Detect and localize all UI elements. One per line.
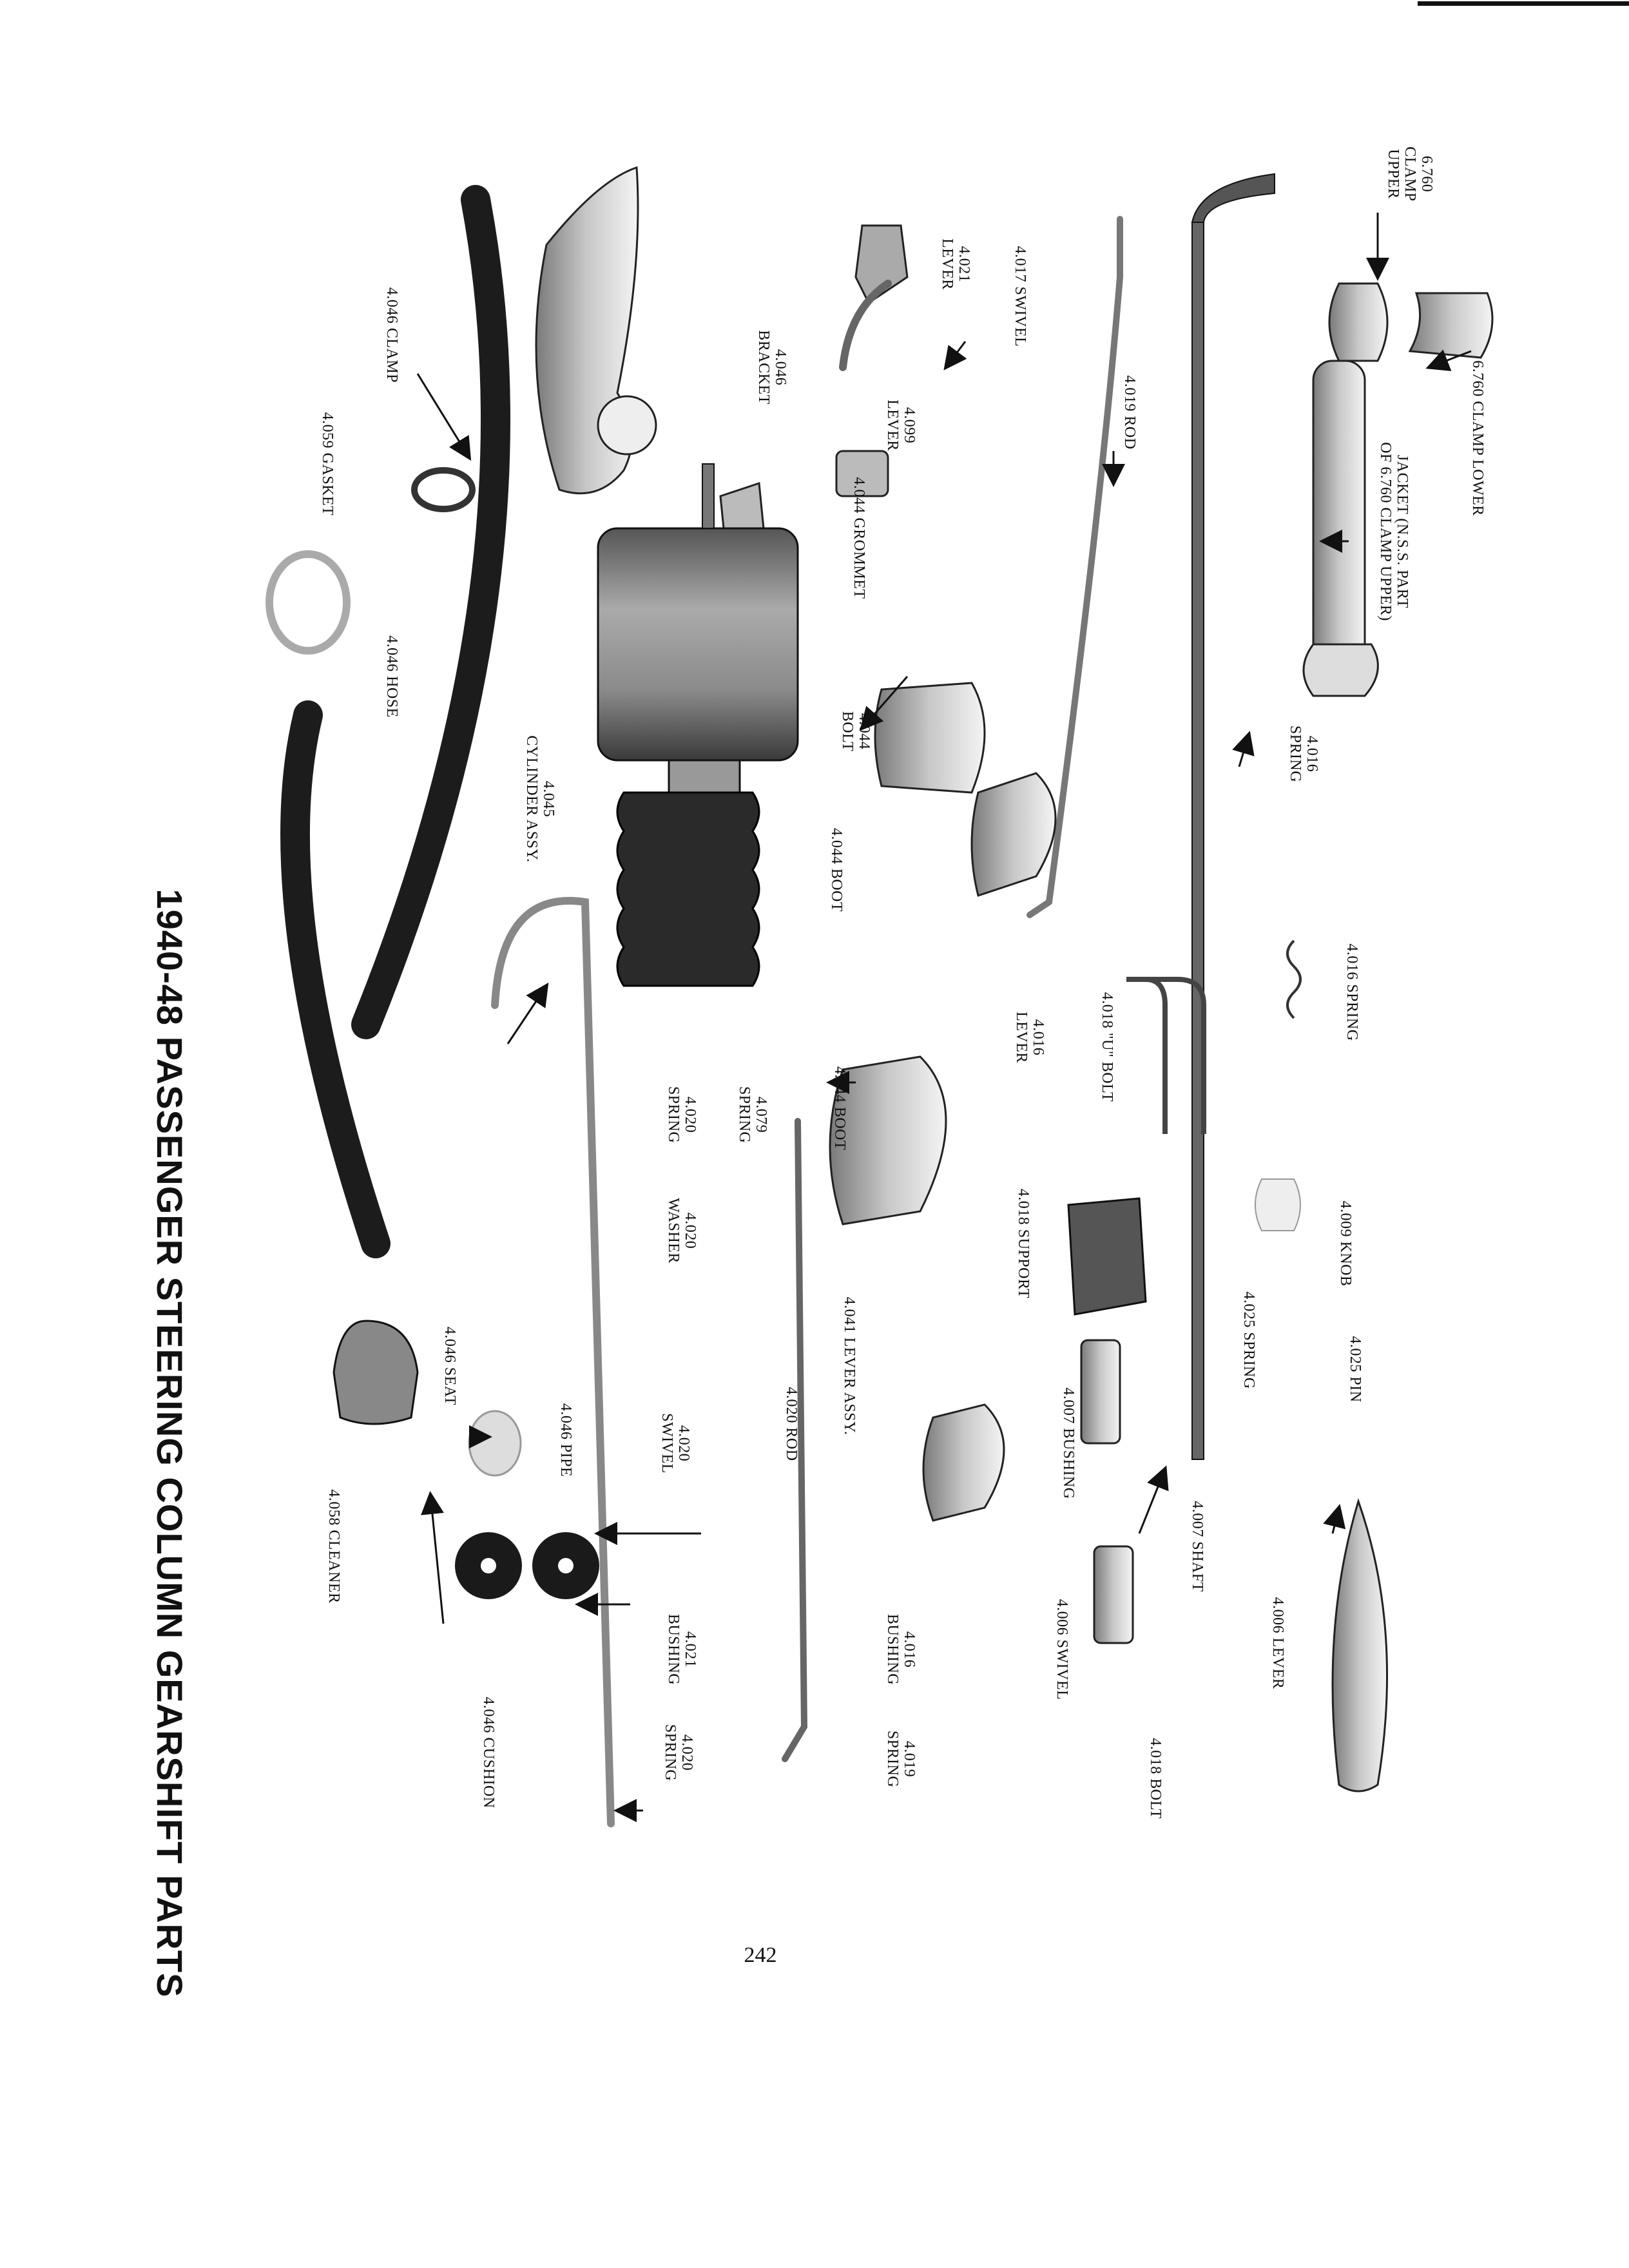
label-lever-4006: 4.006 LEVER [1269,1597,1286,1689]
label-spring-4016: 4.016 SPRING [1344,943,1360,1041]
label-clamp-lower: 6.760 CLAMP LOWER [1469,360,1486,516]
lower-left-parts [829,682,1389,1792]
label-swivel-4020: 4.020 SWIVEL [659,1413,692,1474]
page-edge-rule [1418,1,1629,6]
leader-arrows [416,213,1472,1822]
label-bolt-4044: 4.044 BOLT [839,711,872,752]
label-rod-4020: 4.020 ROD [783,1387,800,1461]
label-spring-4020-bottom: 4.020 SPRING [662,1724,695,1782]
bracket-part [535,166,657,495]
cylinder-assy-part [597,463,799,800]
label-rod-4019: 4.019 ROD [1121,375,1138,450]
label-clamp-upper: 6.760 CLAMP UPPER [1385,146,1435,202]
label-spring-4020-top: 4.020 SPRING [665,1086,699,1144]
label-swivel-4017: 4.017 SWIVEL [1012,245,1028,347]
label-cylinder-4045: 4.045 CYLINDER ASSY. [523,735,557,863]
label-seat-4046: 4.046 SEAT [441,1326,458,1406]
gasket-part [265,550,351,655]
label-support-4018: 4.018 SUPPORT [1015,1188,1032,1299]
label-boot-4044-top: 4.044 BOOT [828,827,845,912]
label-bushing-4007: 4.007 BUSHING [1060,1387,1077,1499]
label-bushing-4016: 4.016 BUSHING [884,1613,918,1686]
label-spring-4079: 4.079 SPRING [736,1086,769,1144]
label-pipe-4046: 4.046 PIPE [557,1403,574,1477]
label-bolt-4018: 4.018 BOLT [1147,1738,1164,1819]
label-spring-4025: 4.025 SPRING [1240,1291,1257,1389]
label-spring-4019: 4.019 SPRING [884,1730,918,1788]
page-title: 1940-48 PASSENGER STEERING COLUMN GEARSH… [149,889,190,1998]
label-knob-4009: 4.009 KNOB [1337,1200,1354,1287]
label-bracket-4046: 4.046 BRACKET [755,330,789,405]
clamp-lower-part [1408,292,1494,359]
label-lever-4021: 4.021 LEVER [939,238,972,290]
label-lever-4016: 4.016 LEVER [1013,1012,1046,1063]
shaft-part [1191,173,1275,1460]
label-grommet-4044: 4.044 GROMMET [851,477,867,599]
label-boot-4044-bottom: 4.044 BOOT [831,1066,848,1151]
jacket-clamp-upper-part [1302,282,1389,697]
page-number: 242 [744,1943,777,1967]
label-swivel-4006: 4.006 SWIVEL [1054,1599,1070,1700]
label-lever-4099: 4.099 LEVER [884,399,918,451]
label-gasket-4059: 4.059 GASKET [319,412,336,516]
label-hose-4046: 4.046 HOSE [383,635,400,718]
label-pin-4025: 4.025 PIN [1347,1336,1364,1403]
hose-clamp-part [411,467,476,512]
label-shaft-4007: 4.007 SHAFT [1189,1501,1206,1592]
label-bushing-4021: 4.021 BUSHING [665,1613,699,1686]
label-spring-4016-small: 4.016 SPRING [1287,725,1320,783]
label-lever-assy-4041: 4.041 LEVER ASSY. [841,1296,858,1436]
label-washer-4020: 4.020 WASHER [665,1198,699,1264]
hose-part [280,185,510,1258]
label-jacket: JACKET (N.S.S. PART OF 6.760 CLAMP UPPER… [1377,442,1411,621]
label-clamp-4046: 4.046 CLAMP [383,287,400,383]
label-cushion-4046: 4.046 CUSHION [480,1696,497,1809]
rubber-boot-part [616,791,760,987]
pipe-part [491,897,615,1827]
rod-4019-part [1027,216,1123,918]
label-cleaner-4058: 4.058 CLEANER [325,1489,342,1604]
label-u-bolt-4018: 4.018 "U" BOLT [1099,992,1115,1102]
